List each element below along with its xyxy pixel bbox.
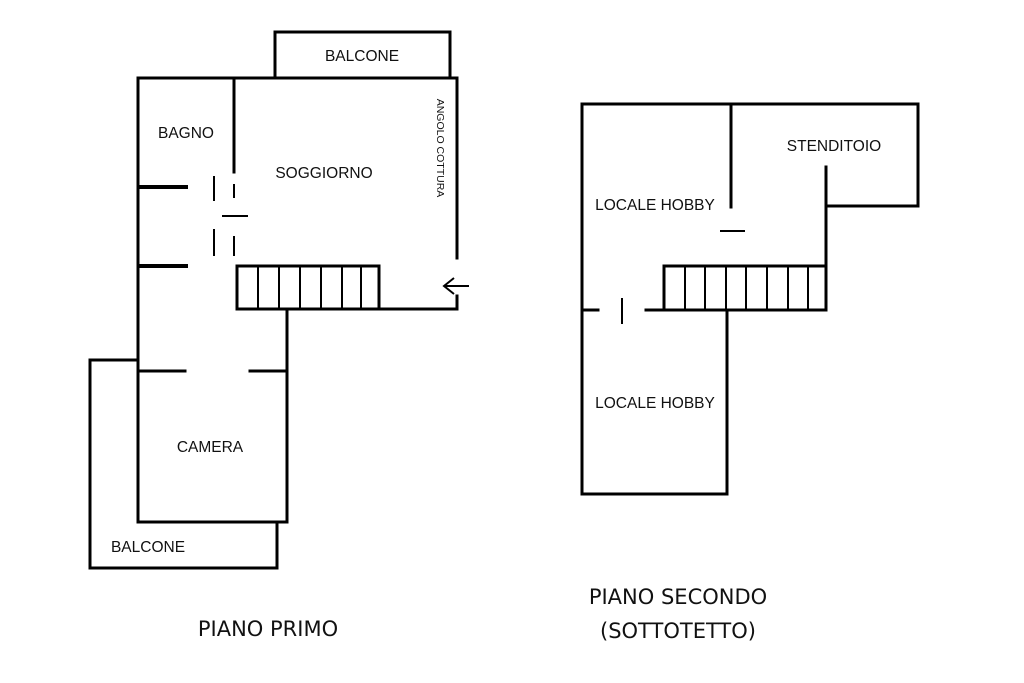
main-outer-wall <box>136 76 459 260</box>
room-label-stenditoio: STENDITOIO <box>787 138 881 155</box>
room-label-angolo-cottura: ANGOLO COTTURA <box>434 99 446 198</box>
room-label-bagno: BAGNO <box>158 125 214 142</box>
entrance-arrow-icon <box>442 277 469 295</box>
lower-room-walls <box>580 308 729 496</box>
second-floor-title-line-2: (SOTTOTETTO) <box>600 619 756 643</box>
room-label-camera: CAMERA <box>177 439 244 456</box>
second-floor-title-line-1: PIANO SECONDO <box>589 585 767 609</box>
second-floor-plan: LOCALE HOBBY STENDITOIO LOCALE HOBBY PIA… <box>580 102 920 643</box>
room-label-locale-hobby-top: LOCALE HOBBY <box>595 197 715 214</box>
first-floor-stairs <box>235 264 381 311</box>
stair-treads <box>257 266 362 309</box>
room-label-balcone-bottom: BALCONE <box>111 539 185 556</box>
room-label-soggiorno: SOGGIORNO <box>275 165 372 182</box>
room-label-balcone-top: BALCONE <box>325 48 399 65</box>
upper-outer-wall <box>580 102 920 311</box>
first-floor-plan: BALCONE BAGNO SOGGIORNO ANGOLO COTTURA C… <box>88 30 469 641</box>
bottom-balcony-outline <box>88 358 279 570</box>
stair-treads <box>684 266 809 310</box>
first-floor-title: PIANO PRIMO <box>198 617 338 641</box>
room-label-locale-hobby-bottom: LOCALE HOBBY <box>595 395 715 412</box>
